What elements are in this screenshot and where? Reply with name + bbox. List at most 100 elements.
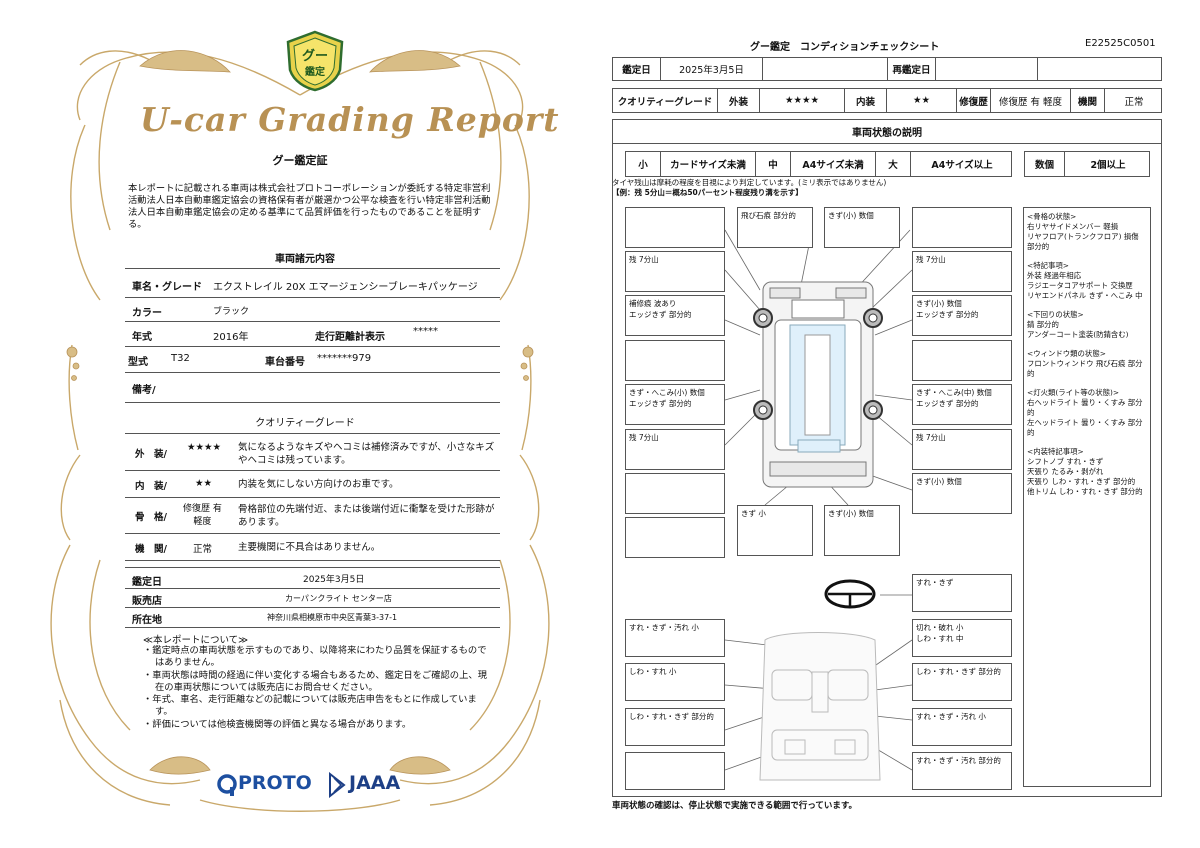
quality-row-frame: 骨 格/ 修復歴 有 軽度 骨格部位の先端付近、または後端付近に衝撃を受けた形跡… <box>125 498 500 534</box>
interior-box-left3: しわ・すれ・きず 部分的 <box>625 708 725 746</box>
damage-box-right-rear: きず・へこみ(中) 数個 エッジきず 部分的 <box>912 384 1012 425</box>
note-line: アンダーコート塗装(防錆含む) <box>1027 330 1129 339</box>
spec-label-mileage: 走行距離計表示 <box>315 332 385 343</box>
note-section-interior: <内装特記事項> シフトノブ すれ・きず 天張り たるみ・剥がれ 天張り しわ・… <box>1027 447 1147 497</box>
quality-value-interior: ★★ <box>195 478 213 489</box>
count-legend: 数個 2個以上 <box>1024 151 1150 177</box>
legend-small-desc: カードサイズ未満 <box>661 152 756 176</box>
quality-desc-interior: 内装を気にしない方向けのお車です。 <box>238 479 399 490</box>
damage-box <box>625 207 725 248</box>
tire-box-left-front: 残 7分山 <box>625 251 725 292</box>
appraisal-label-date: 鑑定日 <box>132 577 162 588</box>
engine-value: 正常 <box>1124 96 1144 108</box>
note-line: 外装 経過年相応 <box>1027 271 1082 280</box>
damage-box-top-mid2: きず(小) 数個 <box>824 207 900 248</box>
svg-text:鑑定: 鑑定 <box>305 65 325 78</box>
appraisal-row-date: 鑑定日 2025年3月5日 <box>125 567 500 589</box>
legend-large: 大 <box>876 152 911 176</box>
note-line: ラジエータコアサポート 交換歴 <box>1027 281 1133 290</box>
spec-label-model: 型式 <box>128 357 148 368</box>
note-line: フロントウィンドウ 飛び石痕 部分的 <box>1027 359 1143 378</box>
engine-label: 機関 <box>1071 89 1105 112</box>
svg-text:グー: グー <box>302 48 328 64</box>
ornamental-frame <box>50 50 550 812</box>
note-line: 部分的 <box>1027 242 1050 251</box>
reappraisal-date-label: 再鑑定日 <box>888 58 936 80</box>
interior-box-steering: すれ・きず <box>912 574 1012 612</box>
notes-title: ≪本レポートについて≫ <box>143 635 249 646</box>
note-section-title: <ウィンドウ類の状態> <box>1027 349 1106 358</box>
exterior-label: 外装 <box>718 89 760 112</box>
damage-box-bottom-mid1: きず 小 <box>737 505 813 556</box>
damage-box <box>625 517 725 558</box>
quality-value-engine: 正常 <box>193 544 213 555</box>
legend-count: 数個 <box>1025 152 1065 176</box>
condition-check-sheet: グー鑑定 コンディションチェックシート E22525C0501 鑑定日 2025… <box>600 0 1200 848</box>
spec-row-remarks: 備考/ <box>125 373 500 403</box>
quality-label-exterior: 外 装/ <box>135 449 167 460</box>
sheet-id: E22525C0501 <box>1085 38 1156 49</box>
appraisal-date-value: 2025年3月5日 <box>661 58 763 80</box>
tire-box-right-front: 残 7分山 <box>912 251 1012 292</box>
note-line: 錆 部分的 <box>1027 320 1059 329</box>
damage-box-right-bottom: きず(小) 数個 <box>912 473 1012 514</box>
condition-notes: <骨格の状態> 右リヤサイドメンバー 軽損 リヤフロア(トランクフロア) 損傷 … <box>1023 207 1151 787</box>
spec-value-year: 2016年 <box>213 332 249 343</box>
footer-logos: PROTO JAAA <box>216 770 416 800</box>
legend-count-desc: 2個以上 <box>1090 160 1126 171</box>
tire-note-line2: 【例：残 5分山＝概ね50パーセント程度残り溝を示す】 <box>612 188 803 197</box>
goo-kantei-shield-icon: グー 鑑定 <box>286 30 344 92</box>
note-line: 左ヘッドライト 曇り・くすみ 部分的 <box>1027 418 1143 437</box>
appraisal-label-shop: 販売店 <box>132 596 162 607</box>
blank-cell <box>1038 58 1163 80</box>
note-line: シフトノブ すれ・きず <box>1027 457 1104 466</box>
spec-value-chassis: *******979 <box>317 353 372 364</box>
quality-grade-label: クオリティーグレード <box>613 89 718 112</box>
note-item: ・鑑定時点の車両状態を示すものであり、以降将来にわたり品質を保証するものではあり… <box>143 645 487 669</box>
damage-box <box>912 340 1012 381</box>
damage-box-bottom-mid2: きず(小) 数個 <box>824 505 900 556</box>
spec-row-name: 車名・グレード エクストレイル 20X エマージェンシーブレーキパッケージ <box>125 268 500 298</box>
vehicle-condition-panel: 車両状態の説明 <box>612 119 1162 797</box>
legend-small: 小 <box>626 152 661 176</box>
damage-box <box>625 340 725 381</box>
quality-label-frame: 骨 格/ <box>135 512 167 523</box>
damage-box-top-mid1: 飛び石痕 部分的 <box>737 207 813 248</box>
quality-grade-row: クオリティーグレード 外装 ★★★★ 内装 ★★ 修復歴 修復歴 有 軽度 機関… <box>612 88 1162 113</box>
appraisal-value-address: 神奈川県相模原市中央区青葉3-37-1 <box>267 613 398 622</box>
sheet-title: グー鑑定 コンディションチェックシート <box>750 42 940 53</box>
note-section-title: <内装特記事項> <box>1027 447 1084 456</box>
note-section-title: <骨格の状態> <box>1027 212 1077 221</box>
note-line: 他トリム しわ・すれ・きず 部分的 <box>1027 487 1143 496</box>
quality-label-interior: 内 装/ <box>135 481 167 492</box>
footnote: 車両状態の確認は、停止状態で実施できる範囲で行っています。 <box>612 801 858 811</box>
note-line: リヤフロア(トランクフロア) 損傷 <box>1027 232 1139 241</box>
quality-value-frame: 修復歴 有 軽度 <box>183 504 222 527</box>
interior-box-left2: しわ・すれ 小 <box>625 663 725 701</box>
appraisal-row-address: 所在地 神奈川県相模原市中央区青葉3-37-1 <box>125 608 500 628</box>
legend-medium-desc: A4サイズ未満 <box>791 152 876 176</box>
damage-box-left-rear: きず・へこみ(小) 数個 エッジきず 部分的 <box>625 384 725 425</box>
spec-value-name: エクストレイル 20X エマージェンシーブレーキパッケージ <box>213 282 478 293</box>
appraisal-value-date: 2025年3月5日 <box>303 575 365 585</box>
appraisal-label-address: 所在地 <box>132 615 162 626</box>
damage-box-right-front: きず(小) 数個 エッジきず 部分的 <box>912 295 1012 336</box>
spec-label-color: カラー <box>132 308 162 319</box>
legend-large-desc: A4サイズ以上 <box>931 160 993 171</box>
interior-label: 内装 <box>845 89 887 112</box>
note-line: リヤエンドパネル きず・へこみ 中 <box>1027 291 1143 300</box>
repair-label: 修復歴 <box>957 89 991 112</box>
note-section-special: <特記事項> 外装 経過年相応 ラジエータコアサポート 交換歴 リヤエンドパネル… <box>1027 261 1147 301</box>
note-section-title: <下回りの状態> <box>1027 310 1084 319</box>
interior-box-right2: しわ・すれ・きず 部分的 <box>912 663 1012 701</box>
note-section-windows: <ウィンドウ類の状態> フロントウィンドウ 飛び石痕 部分的 <box>1027 349 1147 379</box>
interior-value: ★★ <box>887 89 957 112</box>
spec-label-name: 車名・グレード <box>132 282 202 293</box>
grading-report-page: グー 鑑定 U-car Grading Report グー鑑定証 本レポートに記… <box>50 30 560 812</box>
report-title: U-car Grading Report <box>140 100 560 139</box>
appraisal-row-shop: 販売店 カーパンクライト センター店 <box>125 589 500 608</box>
note-line: 天張り しわ・すれ・きず 部分的 <box>1027 477 1136 486</box>
note-item: ・車両状態は時間の経過に伴い変化する場合もあるため、鑑定日をご確認の上、現在の車… <box>143 669 487 693</box>
legend-medium: 中 <box>756 152 791 176</box>
quality-value-exterior: ★★★★ <box>187 442 222 453</box>
